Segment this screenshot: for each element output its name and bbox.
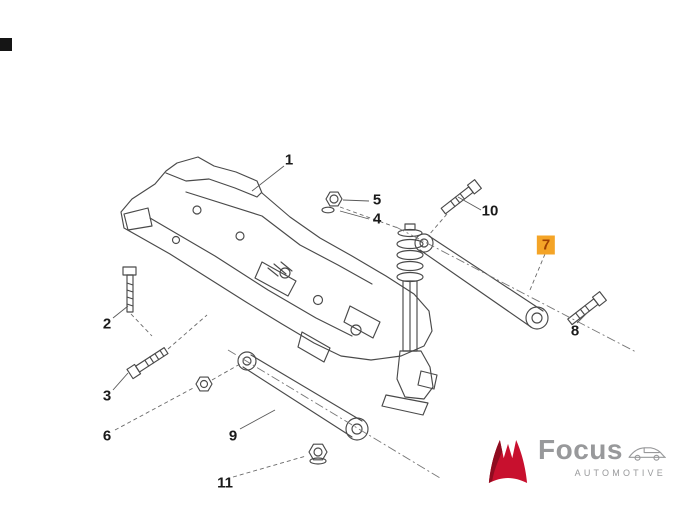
lower-arm-drawing — [237, 351, 369, 441]
label-leader-lines — [112, 165, 589, 430]
part-label-1: 1 — [284, 151, 294, 169]
corner-artifact — [0, 38, 12, 51]
bolt-10-drawing — [440, 179, 482, 215]
part-label-9: 9 — [228, 427, 238, 445]
part-label-3: 3 — [102, 387, 112, 405]
upper-arm-drawing — [414, 233, 549, 330]
strut-drawing — [381, 223, 438, 416]
logo-text-block: Focus AUTOMOTIVE — [538, 436, 666, 478]
nut-6-drawing — [195, 376, 213, 392]
part-label-2: 2 — [102, 315, 112, 333]
brand-name: Focus — [538, 434, 623, 465]
part-label-10: 10 — [481, 202, 499, 220]
bolt-2-drawing — [122, 266, 137, 313]
logo-flame-icon — [488, 440, 528, 483]
nut-4-5-drawing — [321, 191, 343, 214]
part-label-6: 6 — [102, 427, 112, 445]
brand-tagline: AUTOMOTIVE — [574, 468, 666, 478]
bolt-8-drawing — [567, 291, 607, 326]
subframe-drawing — [120, 156, 433, 363]
axis-lines — [227, 226, 637, 479]
brand-logo: Focus AUTOMOTIVE — [487, 436, 666, 486]
car-silhouette-icon — [628, 447, 666, 461]
part-label-7-highlighted: 7 — [536, 235, 556, 255]
part-label-11: 11 — [217, 474, 233, 492]
part-label-4: 4 — [372, 210, 382, 228]
part-label-5: 5 — [372, 191, 382, 209]
part-label-8: 8 — [570, 322, 580, 340]
nut-11-drawing — [308, 443, 328, 465]
dashed-relation-lines — [114, 206, 546, 478]
bolt-3-drawing — [126, 347, 169, 380]
